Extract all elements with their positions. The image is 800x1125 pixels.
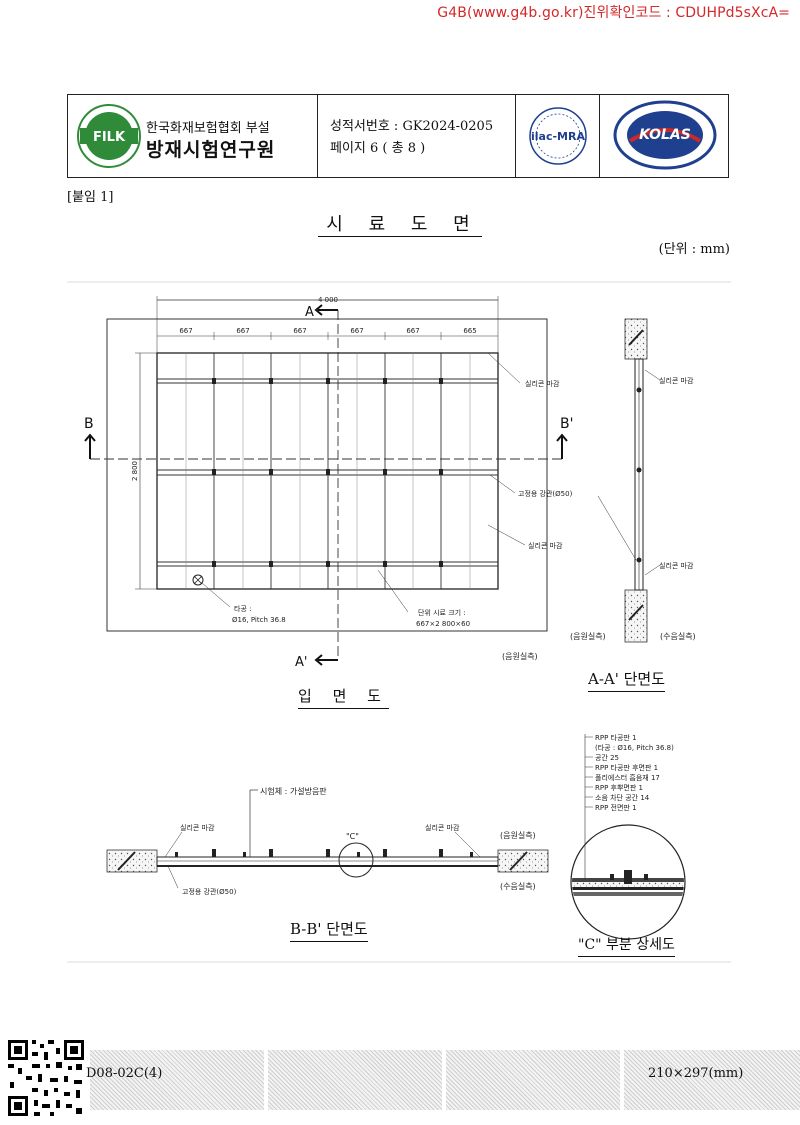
footer-paper-size: 210×297(mm)	[648, 1066, 744, 1081]
section-b2-label: B'	[560, 416, 573, 432]
kolas-logo: KOLAS	[613, 100, 717, 170]
bb-label-source: (음원실측)	[500, 830, 536, 840]
col-dim-5: 667	[406, 327, 419, 335]
unit-label: (단위 : mm)	[658, 242, 730, 257]
bb-label-fix: 고정용 강관(Ø50)	[182, 887, 237, 896]
section-bb-view: 시험체 : 가설방음판 실리콘 마감 실리콘 마감 "C" (음원실측) (수음…	[106, 786, 549, 896]
label-fix-plate: 고정용 강관(Ø50)	[518, 489, 573, 498]
org-sub: 한국화재보험협회 부설	[146, 121, 270, 136]
detail-layer-8: RPP 전면판 1	[595, 803, 637, 812]
hole-marker	[192, 574, 204, 586]
col-dim-6: 665	[463, 327, 476, 335]
wall-outline	[106, 318, 548, 632]
org-main: 방재시험연구원	[146, 139, 276, 161]
ilac-mra-logo: ilac-MRA	[529, 107, 587, 165]
caption-elevation: 입 면 도	[298, 685, 389, 709]
caption-detail-c: "C" 부분 상세도	[578, 934, 675, 957]
doc-title-text: 시 료 도 면	[318, 214, 482, 237]
label-silicone-bottom: 실리콘 마감	[528, 541, 563, 550]
detail-layer-2: (타공 : Ø16, Pitch 36.8)	[595, 743, 674, 752]
label-silicone-top: 실리콘 마감	[525, 379, 560, 388]
label-unit-1: 단위 시료 크기 :	[418, 608, 466, 617]
caption-bb: B-B' 단면도	[290, 918, 368, 942]
label-source-elev: (음원실측)	[502, 651, 538, 661]
aa-label-receive: (수음실측)	[660, 631, 696, 641]
footer-band-4	[624, 1050, 800, 1110]
report-header: FILK 한국화재보험협회 부설 방재시험연구원 성적서번호 : GK2024-…	[67, 94, 729, 178]
kolas-cell: KOLAS	[600, 95, 728, 177]
bb-label-silicone-left: 실리콘 마감	[180, 823, 215, 832]
dim-total-text: 4 000	[318, 296, 338, 304]
doc-title: 시 료 도 면	[0, 210, 800, 237]
aa-label-silicone-bottom: 실리콘 마감	[659, 561, 694, 570]
attachment-label: [붙임 1]	[67, 190, 114, 205]
section-b-label: B	[84, 416, 94, 432]
footer-band-3	[446, 1050, 620, 1110]
ilac-text: ilac-MRA	[531, 130, 585, 143]
detail-c-view: RPP 타공판 1 (타공 : Ø16, Pitch 36.8) 공간 25 R…	[570, 733, 686, 940]
footer-band-2	[268, 1050, 442, 1110]
section-a-label: A	[305, 305, 314, 320]
drawing-sheet: 4 000 667 667 667 667 667 665 2 800 A A'…	[67, 281, 731, 963]
report-number: 성적서번호 : GK2024-0205	[330, 119, 494, 134]
caption-aa: A-A' 단면도	[588, 668, 666, 692]
filk-logo-text: FILK	[93, 130, 126, 145]
col-dim-3: 667	[293, 327, 306, 335]
col-dim-1: 667	[179, 327, 192, 335]
report-info-cell: 성적서번호 : GK2024-0205 페이지 6 ( 총 8 )	[318, 95, 516, 177]
fixing-bolts	[212, 378, 443, 567]
qr-code-icon	[6, 1038, 86, 1118]
label-hole-1: 타공 :	[234, 604, 251, 613]
org-cell: FILK 한국화재보험협회 부설 방재시험연구원	[68, 95, 318, 177]
detail-layer-3: 공간 25	[595, 753, 619, 762]
bb-label-specimen: 시험체 : 가설방음판	[260, 786, 327, 796]
label-hole-2: Ø16, Pitch 36.8	[232, 616, 286, 624]
bb-label-silicone-right: 실리콘 마감	[425, 823, 460, 832]
detail-layer-4: RPP 타공판 후면판 1	[595, 763, 658, 772]
filk-logo: FILK	[77, 104, 141, 168]
col-dim-2: 667	[236, 327, 249, 335]
specimen-outline	[156, 352, 499, 590]
bb-studs	[175, 849, 473, 857]
detail-layer-7: 소음 차단 공간 14	[595, 793, 650, 802]
bb-label-receive: (수음실측)	[500, 881, 536, 891]
bb-label-c: "C"	[346, 832, 359, 841]
label-unit-2: 667×2 800×60	[416, 620, 470, 628]
aa-label-source: (음원실측)	[570, 631, 606, 641]
footer-form-code: D08-02C(4)	[86, 1066, 163, 1081]
detail-layer-5: 폴리에스터 흡음재 17	[595, 773, 660, 782]
ilac-cell: ilac-MRA	[516, 95, 600, 177]
detail-c-marker	[338, 842, 374, 878]
aa-label-silicone-top: 실리콘 마감	[659, 376, 694, 385]
section-aa-view: 실리콘 마감 실리콘 마감 (음원실측) (수음실측)	[570, 318, 696, 643]
detail-layer-1: RPP 타공판 1	[595, 733, 637, 742]
dim-height-text: 2 800	[131, 461, 139, 481]
col-dim-4: 667	[350, 327, 363, 335]
section-a2-label: A'	[295, 655, 307, 670]
kolas-text: KOLAS	[639, 127, 691, 143]
page-info: 페이지 6 ( 총 8 )	[330, 141, 426, 156]
verification-code: G4B(www.g4b.go.kr)진위확인코드 : CDUHPd5sXcA=	[437, 5, 790, 21]
footer-band-1	[90, 1050, 264, 1110]
elevation-view: 4 000 667 667 667 667 667 665 2 800 A A'…	[84, 296, 573, 670]
detail-layer-6: RPP 후뿌면판 1	[595, 783, 643, 792]
